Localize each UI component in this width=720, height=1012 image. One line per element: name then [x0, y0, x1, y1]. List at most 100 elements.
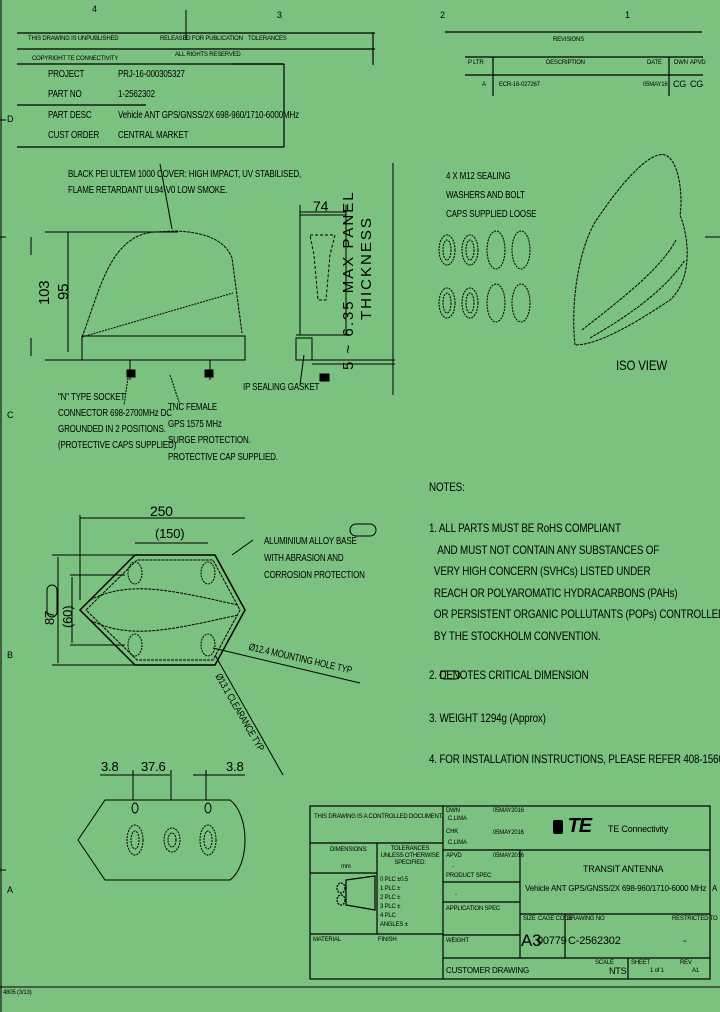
- drawing-subtitle: Vehicle ANT GPS/GNSS/2X 698-960/1710-600…: [525, 884, 707, 893]
- dwn-date: 05MAY2016: [493, 808, 524, 814]
- company-name: TE Connectivity: [608, 824, 669, 834]
- rev-col-date: DATE: [647, 60, 662, 66]
- size-value: A3: [521, 931, 542, 950]
- callout-line: TNC FEMALE: [168, 402, 218, 413]
- callout-line: (PROTECTIVE CAPS SUPPLIED): [58, 440, 177, 451]
- header-table-lines: [17, 31, 703, 148]
- dim-hole-spacing: (150): [155, 526, 185, 541]
- scale-label: SCALE: [595, 960, 614, 966]
- part-no-label: PART NO: [48, 89, 82, 100]
- callout-line: CONNECTOR 698-2700MHz DC: [58, 408, 172, 419]
- rev-col-dwn: DWN: [674, 60, 688, 66]
- note-line: 1. ALL PARTS MUST BE RoHS COMPLIANT: [429, 521, 621, 535]
- washers-drawing: [438, 230, 531, 323]
- dim-d2: 37.6: [141, 759, 166, 774]
- front-view-drawing: [30, 163, 246, 406]
- critical-dimension-symbol: [46, 584, 58, 618]
- callout-line: 4 X M12 SEALING: [446, 171, 511, 182]
- rev-col-desc: DESCRIPTION: [546, 60, 585, 66]
- note-1: 1. ALL PARTS MUST BE RoHS COMPLIANT AND …: [429, 518, 720, 647]
- panel-thickness-callout-2: THICKNESS: [358, 216, 375, 320]
- dim-height-total: 103: [36, 280, 53, 305]
- title-block-lines: [0, 805, 720, 988]
- rev-col-ltr: P LTR: [468, 60, 484, 66]
- rev-ltr: A: [482, 82, 486, 88]
- header-copyright: COPYRIGHT TE CONNECTIVITY: [32, 56, 119, 62]
- callout-line: WASHERS AND BOLT: [446, 190, 525, 201]
- restricted-label: RESTRICTED TO: [672, 916, 718, 922]
- note-line: OR PERSISTENT ORGANIC POLLUTANTS (POPs) …: [433, 607, 720, 621]
- chk-date: 05MAY2016: [493, 830, 524, 836]
- te-logo: TE: [553, 815, 593, 838]
- application-spec-label: APPLICATION SPEC: [446, 906, 501, 912]
- callout-line: "N" TYPE SOCKET: [58, 392, 126, 403]
- dim-height-cover: 95: [55, 283, 72, 300]
- rev-col-apvd: APVD: [690, 60, 706, 66]
- dim-hole-rows: (60): [60, 605, 75, 628]
- customer-drawing-label: CUSTOMER DRAWING: [446, 966, 530, 975]
- dim-width-base: 87: [42, 610, 57, 625]
- note-4: 4. FOR INSTALLATION INSTRUCTIONS, PLEASE…: [429, 752, 720, 766]
- note-2: 2. DENOTES CRITICAL DIMENSION: [429, 668, 589, 682]
- rev-value: A1: [692, 968, 699, 974]
- rev-apvd: CG: [690, 79, 704, 89]
- project-value: PRJ-16-000305327: [118, 69, 185, 80]
- panel-thickness-callout: 5 ~ 6.35 MAX PANEL: [340, 190, 357, 370]
- dimensions-label: DIMENSIONS:: [330, 847, 368, 853]
- zone-label: 2: [440, 10, 445, 20]
- zone-label: 3: [277, 10, 282, 20]
- dim-d1: 3.8: [101, 759, 119, 774]
- iso-view-label: ISO VIEW: [616, 357, 667, 373]
- dimensions-unit: mm: [341, 864, 351, 870]
- weight-label: WEIGHT: [446, 938, 469, 944]
- drawing-no-label: DRAWING NO: [567, 916, 605, 922]
- dim-width-side: 74: [313, 198, 329, 214]
- drawing-no-value: C-2562302: [568, 935, 621, 947]
- callout-line: FLAME RETARDANT UL94-V0 LOW SMOKE.: [68, 185, 228, 196]
- note-line: VERY HIGH CONCERN (SVHCs) LISTED UNDER: [433, 564, 651, 578]
- tolerance-list: 0 PLC ±0.5 1 PLC ± 2 PLC ± 3 PLC ± 4 PLC…: [380, 876, 408, 930]
- chk-label: CHK: [446, 829, 459, 835]
- cage-label: CAGE CODE: [538, 916, 573, 922]
- side-view-drawing: [295, 163, 395, 395]
- zone-label: B: [7, 650, 13, 660]
- chk-name: C.LIMA: [448, 840, 467, 846]
- part-desc-value: Vehicle ANT GPS/GNSS/2X 698-960/1710-600…: [118, 110, 299, 121]
- cage-value: 00779: [537, 935, 567, 947]
- critical-dimension-symbol: [349, 523, 377, 537]
- zone-label: 1: [625, 10, 630, 20]
- zone-label: 4: [92, 4, 97, 14]
- note-line: REACH OR POLYAROMATIC HYDRACARBONS (PAHs…: [433, 585, 678, 600]
- bottom-detail-drawing: [77, 770, 246, 881]
- title-side-letter: A: [712, 884, 718, 893]
- zone-label: D: [7, 114, 14, 124]
- callout-line: PROTECTIVE CAP SUPPLIED.: [168, 451, 278, 463]
- rev-label: REV: [680, 960, 692, 966]
- cust-order-label: CUST ORDER: [48, 130, 100, 141]
- tolerance-row: 3 PLC ±: [380, 904, 401, 910]
- header-released: RELEASED FOR PUBLICATION: [160, 36, 243, 42]
- product-spec-value: -: [455, 892, 457, 898]
- callout-line: GROUNDED IN 2 POSITIONS.: [58, 424, 166, 435]
- tolerance-row: 4 PLC: [380, 913, 396, 919]
- header-tolerances: TOLERANCES: [248, 36, 287, 42]
- apvd-date: 05MAY2016: [493, 853, 524, 859]
- controlled-document-text: THIS DRAWING IS A CONTROLLED DOCUMENT.: [314, 814, 443, 820]
- gasket-callout: IP SEALING GASKET: [243, 382, 320, 393]
- zone-label: A: [7, 885, 13, 895]
- part-no-value: 1-2562302: [118, 89, 155, 100]
- callout-line: WITH ABRASION AND: [264, 553, 344, 564]
- apvd-label: APVD: [446, 853, 462, 859]
- top-view-drawing: [52, 515, 361, 776]
- dwn-label: DWN: [446, 808, 460, 814]
- form-number: 4805 (3/13): [3, 990, 32, 996]
- drawing-title: TRANSIT ANTENNA: [583, 864, 664, 874]
- material-label: MATERIAL: [313, 937, 341, 943]
- dim-length: 250: [150, 503, 173, 519]
- callout-line: CORROSION PROTECTION: [264, 570, 365, 581]
- restricted-value: -: [683, 935, 687, 947]
- rev-date: 05MAY16: [643, 82, 668, 88]
- tolerance-row: 2 PLC ±: [380, 895, 401, 901]
- te-logo-text: TE: [567, 815, 593, 837]
